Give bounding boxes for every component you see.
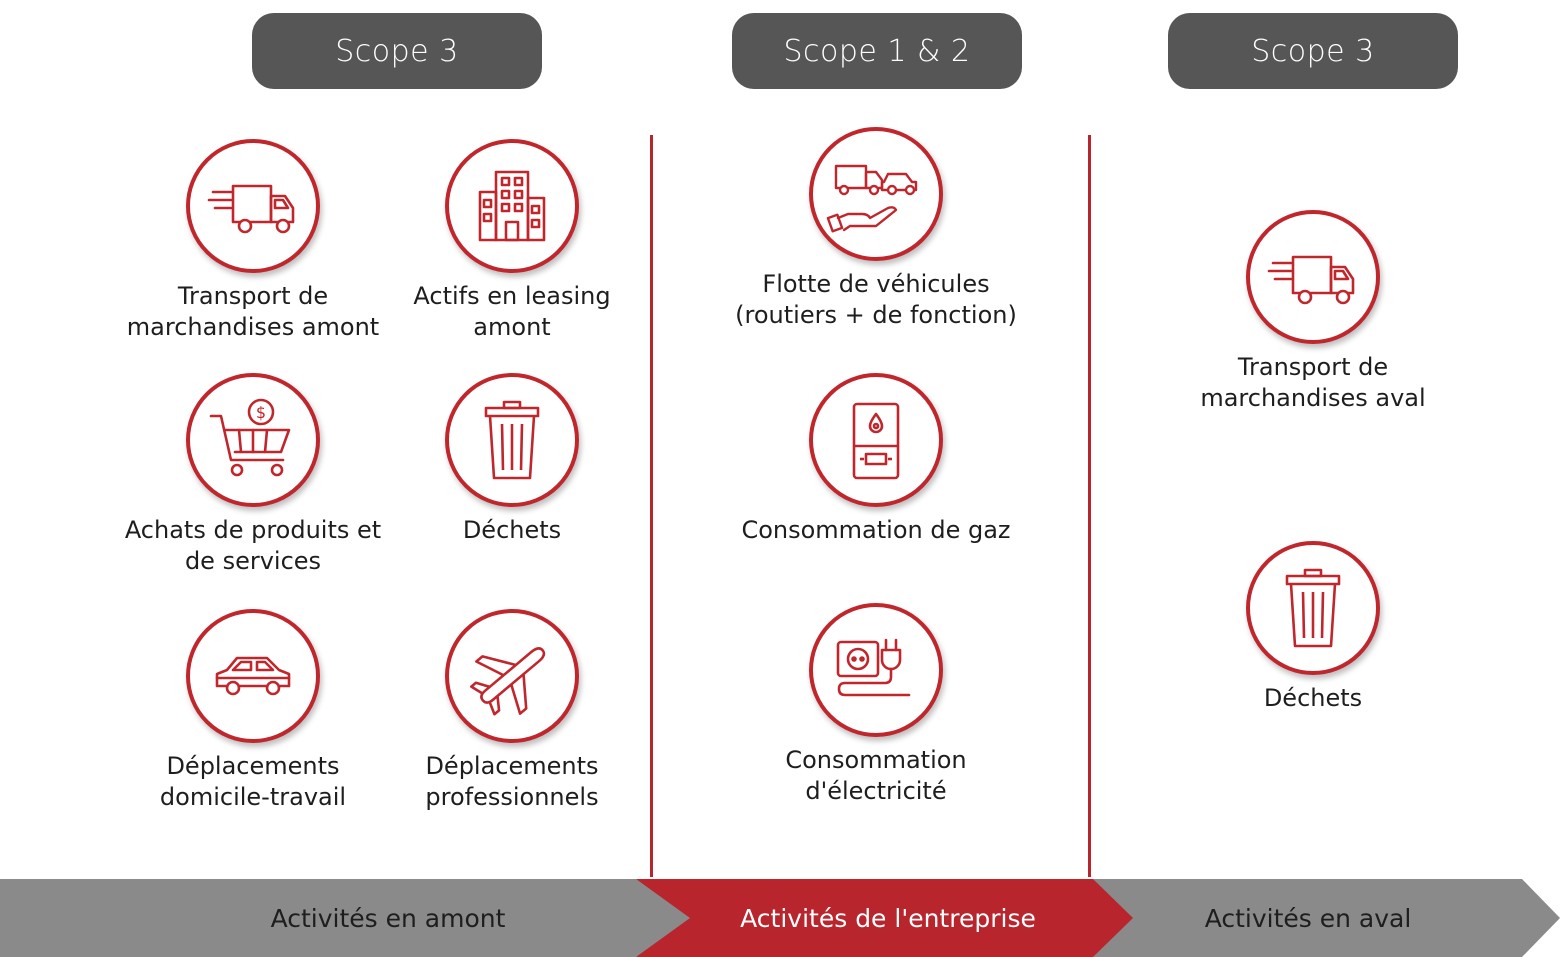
arrow-segment-downstream [1090, 879, 1560, 957]
item-label: Déplacements domicile-travail [159, 752, 347, 811]
upstream-transport-item: Transport de marchandises amont [103, 139, 403, 343]
upstream-leasing-item: Actifs en leasing amont [362, 139, 662, 343]
item-label: Déplacements professionnels [425, 752, 599, 811]
arrow-segment-company [636, 879, 1133, 957]
company-fleet-item: Flotte de véhicules (routiers + de fonct… [726, 127, 1026, 331]
divider-left [650, 135, 653, 877]
upstream-waste-item: Déchets [362, 373, 662, 546]
company-electricity-item: Consommation d'électricité [726, 603, 1026, 807]
item-label: Achats de produits et de services [124, 516, 382, 575]
downstream-waste-item: Déchets [1163, 541, 1463, 714]
truck-icon [1246, 210, 1380, 344]
company-gas-item: Consommation de gaz [726, 373, 1026, 546]
vehicle-fleet-icon [809, 127, 943, 261]
trash-bin-icon [1246, 541, 1380, 675]
airplane-icon [445, 609, 579, 743]
truck-icon [186, 139, 320, 273]
item-label: Actifs en leasing amont [413, 282, 611, 341]
arrow-segment-upstream [0, 879, 690, 957]
activity-arrow-band [0, 879, 1560, 957]
gas-boiler-icon [809, 373, 943, 507]
item-label: Déchets [1263, 684, 1363, 712]
footer-aval: Activités en aval [1204, 903, 1412, 933]
divider-right [1088, 135, 1091, 877]
car-icon [186, 609, 320, 743]
trash-bin-icon [445, 373, 579, 507]
item-label: Consommation de gaz [741, 516, 1011, 544]
electric-plug-icon [809, 603, 943, 737]
building-icon [445, 139, 579, 273]
svg-text:$: $ [256, 403, 266, 422]
footer-amont: Activités en amont [270, 903, 506, 933]
item-label: Transport de marchandises amont [126, 282, 380, 341]
upstream-purchases-item: $ Achats de produits et de services [103, 373, 403, 577]
item-label: Consommation d'électricité [785, 746, 967, 805]
item-label: Transport de marchandises aval [1200, 353, 1426, 412]
item-label: Flotte de véhicules (routiers + de fonct… [735, 270, 1017, 329]
item-label: Déchets [462, 516, 562, 544]
scope-header-downstream: Scope 3 [1168, 13, 1458, 89]
scope-header-upstream: Scope 3 [252, 13, 542, 89]
scope-header-company: Scope 1 & 2 [732, 13, 1022, 89]
downstream-transport-item: Transport de marchandises aval [1163, 210, 1463, 414]
upstream-commute-item: Déplacements domicile-travail [103, 609, 403, 813]
footer-entreprise: Activités de l'entreprise [740, 903, 1036, 933]
shopping-cart-icon: $ [186, 373, 320, 507]
upstream-business-travel-item: Déplacements professionnels [362, 609, 662, 813]
